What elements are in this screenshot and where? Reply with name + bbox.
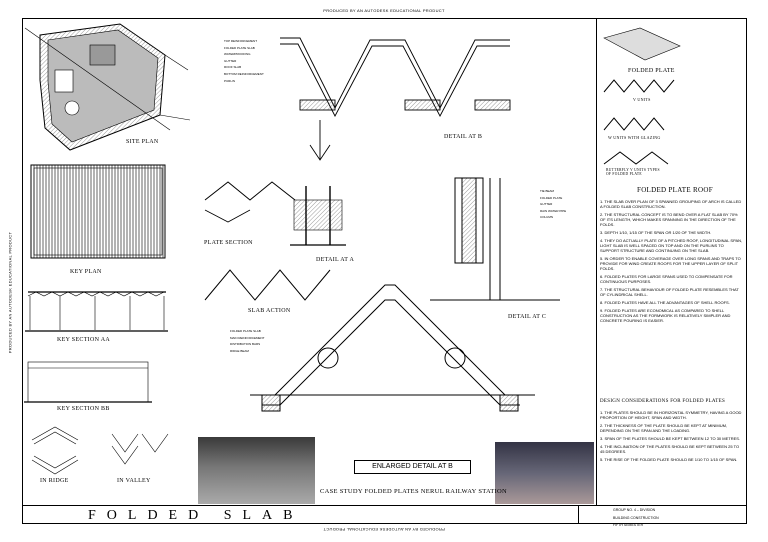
roof-notes: 1. THE SLAB OVER PLAN OF 3 SPANNED GROUP… [600, 199, 744, 326]
stamp-line: GROUP NO. 4 – DIVISION [613, 508, 656, 512]
roof-note: 4. THEY DO ACTUALLY PLATE OF A PITCHED R… [600, 238, 743, 253]
annotation: WATERPROOFING [224, 52, 251, 57]
design-note: 3. SPAN OF THE PLATES SHOULD BE KEPT BET… [600, 436, 741, 441]
roof-note: 6. FOLDED PLATES FOR LARGE SPANS USED TO… [600, 274, 733, 284]
w-units-label: W UNITS WITH GLAZING [608, 135, 661, 140]
roof-note: 7. THE STRUCTURAL BEHAVIOUR OF FOLDED PL… [600, 287, 739, 297]
roof-note: 1. THE SLAB OVER PLAN OF 3 SPANNED GROUP… [600, 199, 742, 209]
annotation: FOLDED PLATE SLAB [230, 329, 261, 333]
in-ridge-label: IN RIDGE [40, 478, 69, 484]
design-notes: 1. THE PLATES SHOULD BE IN HORIZONTAL SY… [600, 410, 744, 465]
annotation: MAIN REINFORCEMENT [230, 335, 265, 340]
station-photo-right [495, 442, 594, 504]
drawing-sheet [22, 18, 747, 524]
design-considerations-label: DESIGN CONSIDERATIONS FOR FOLDED PLATES [600, 399, 726, 404]
butterfly-label: BUTTERFLY V UNITS TYPES OF FOLDED PLATE [606, 168, 660, 176]
folded-plate-roof-label: FOLDED PLATE ROOF [637, 186, 713, 194]
watermark-top: PRODUCED BY AN AUTODESK EDUCATIONAL PROD… [323, 8, 445, 13]
enlarged-annotations: FOLDED PLATE SLAB MAIN REINFORCEMENT DISTR… [230, 329, 265, 356]
folded-plate-sketches [603, 27, 681, 165]
annotation: RAIN WATER PIPE [540, 208, 567, 213]
enlarged-detail-b-drawing [250, 284, 535, 412]
detail-b-annotations: TOP REINFORCEMENT FOLDED PLATE SLAB WATERP… [224, 39, 264, 86]
design-note: 4. THE INCLINATION OF THE PLATES SHOULD … [600, 444, 740, 454]
site-plan-label: SITE PLAN [126, 139, 159, 145]
slab-action-label: SLAB ACTION [248, 308, 291, 314]
roof-note: 3. DEPTH 1/10, 1/15 OF THE SPAN OR 1/20 … [600, 230, 712, 235]
roof-note: 2. THE STRUCTURAL CONCEPT IS TO BEND OVE… [600, 212, 738, 227]
detail-a-drawing [290, 186, 346, 246]
plate-section-drawing [204, 181, 296, 223]
in-valley-label: IN VALLEY [117, 478, 151, 484]
roof-note: 9. FOLDED PLATES ARE ECONOMICAL AS COMPA… [600, 308, 731, 323]
key-section-aa-drawing [25, 291, 168, 332]
annotation: TOP REINFORCEMENT [224, 39, 258, 43]
key-section-bb-drawing [24, 361, 152, 403]
plate-section-label: PLATE SECTION [204, 240, 253, 246]
annotation: COLUMN [540, 215, 554, 220]
title-stamp: GROUP NO. 4 – DIVISION BUILDING CONSTRUCT… [578, 505, 747, 527]
detail-a-label: DETAIL AT A [316, 257, 355, 263]
site-plan-drawing [24, 23, 191, 151]
key-section-aa-label: KEY SECTION AA [57, 337, 110, 343]
detail-b-label: DETAIL AT B [444, 134, 483, 140]
ridge-valley-drawing [31, 426, 169, 475]
key-plan-label: KEY PLAN [70, 269, 102, 275]
annotation: GUTTER [224, 58, 237, 63]
annotation: FOLDED PLATE SLAB [224, 45, 255, 50]
design-note: 1. THE PLATES SHOULD BE IN HORIZONTAL SY… [600, 410, 742, 420]
title-bar: FOLDED SLAB [22, 505, 578, 525]
roof-note: 8. FOLDED PLATES HAVE ALL THE ADVANTAGES… [600, 300, 730, 305]
annotation: PURLIN [224, 78, 236, 83]
key-plan-drawing [30, 164, 166, 259]
folded-plate-label: FOLDED PLATE [628, 68, 675, 74]
annotation: ROOF SLAB [224, 65, 242, 70]
annotation: DISTRIBUTION BARS [230, 342, 261, 347]
sheet-title: FOLDED SLAB [88, 508, 304, 523]
notes-column [596, 18, 748, 505]
annotation: BOTTOM REINFORCEMENT [224, 71, 264, 76]
annotation: GUTTER [540, 202, 553, 207]
station-photo-left [198, 437, 315, 504]
stamp-line: FIFTH SEMESTER [613, 523, 644, 527]
annotation: RIDGE BEAM [230, 348, 249, 353]
key-section-bb-label: KEY SECTION BB [57, 406, 110, 412]
design-note: 2. THE THICKNESS OF THE PLATE SHOULD BE … [600, 423, 728, 433]
annotation: FOLDED PLATE [540, 195, 563, 200]
v-units-label: V UNITS [633, 97, 651, 102]
enlarged-detail-caption: ENLARGED DETAIL AT B [354, 460, 471, 474]
detail-b-drawing [280, 37, 511, 161]
slab-action-drawing [204, 269, 331, 301]
stamp-line: BUILDING CONSTRUCTION [613, 515, 659, 520]
case-study-caption: CASE STUDY FOLDED PLATES NERUL RAILWAY S… [320, 488, 507, 495]
roof-note: 5. IN ORDER TO ENABLE COVERAGE OVER LONG… [600, 256, 741, 271]
detail-c-drawing [430, 177, 560, 301]
design-note: 5. THE RISE OF THE FOLDED PLATE SHOULD B… [600, 457, 738, 462]
annotation: TIE BEAM [540, 189, 555, 193]
detail-c-label: DETAIL AT C [508, 314, 547, 320]
